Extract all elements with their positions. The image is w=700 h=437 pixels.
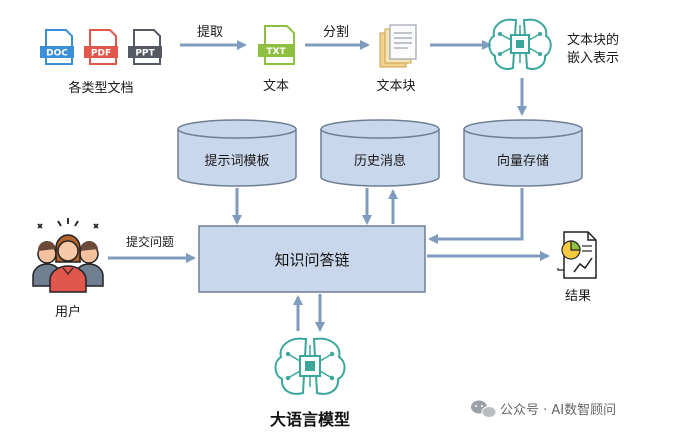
txt-tag: TXT [266,47,286,57]
vector-store-db: 向量存储 [463,119,583,187]
arrow-vector-to-chain [428,188,524,244]
ppt-tag: PPT [135,49,155,59]
submit-question-label: 提交问题 [126,234,174,249]
extract-label: 提取 [197,24,223,40]
txt-file-icon: TXT [258,25,295,65]
split-label: 分割 [323,24,349,40]
docs-label: 各类型文档 [68,80,133,96]
history-db: 历史消息 [320,119,440,187]
chunks-label: 文本块 [376,79,415,94]
llm-brain-icon [274,337,346,395]
result-report-icon [557,231,597,279]
prompt-template-db: 提示词模板 [177,119,297,187]
history-label: 历史消息 [354,153,406,169]
embedding-brain-icon [488,18,552,70]
pdf-file-icon: PDF [84,29,118,65]
doc-file-icon: DOC [40,29,74,65]
pdf-tag: PDF [91,49,111,59]
text-chunks-icon [379,24,417,68]
doc-tag: DOC [46,49,68,59]
embed-label-line1: 文本块的 [567,32,619,48]
embed-label-line2: 嵌入表示 [567,51,619,66]
text-label: 文本 [263,79,289,94]
wechat-icon [471,400,497,418]
vector-store-label: 向量存储 [497,153,549,169]
qa-chain-label: 知识问答链 [274,251,349,269]
watermark-text: 公众号 · AI数智顾问 [500,403,616,418]
result-label: 结果 [565,289,591,304]
users-icon [32,218,104,293]
user-label: 用户 [55,304,81,320]
llm-label: 大语言模型 [270,410,350,429]
ppt-file-icon: PPT [128,29,162,65]
qa-chain-box: 知识问答链 [198,225,426,293]
prompt-template-label: 提示词模板 [204,153,269,169]
